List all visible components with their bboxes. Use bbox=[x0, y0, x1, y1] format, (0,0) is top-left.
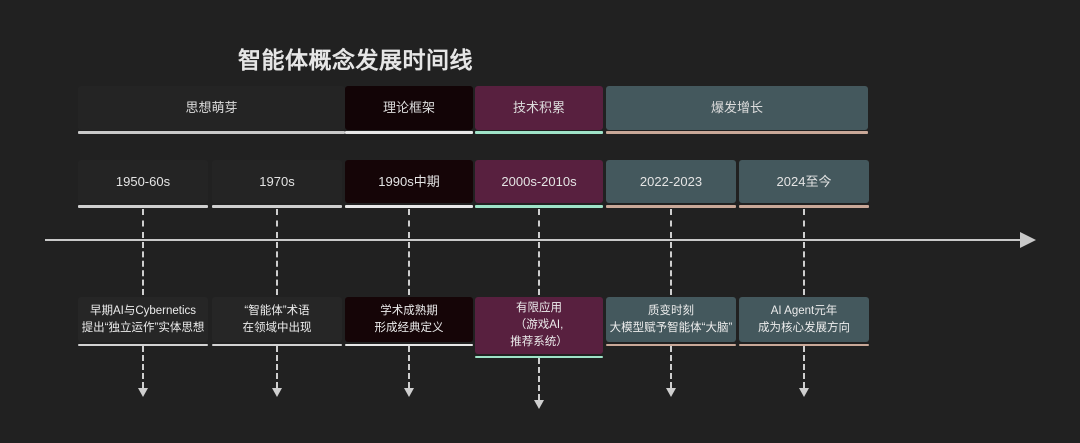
card-line: 大模型赋予智能体“大脑” bbox=[609, 321, 733, 334]
connector-axis-to-card-2 bbox=[276, 242, 278, 295]
era-label: 2000s-2010s bbox=[501, 173, 577, 189]
card-line: 推荐系统） bbox=[510, 335, 568, 348]
phase-box-2[interactable]: 理论框架 bbox=[345, 86, 473, 130]
phase-label: 爆发增长 bbox=[710, 100, 763, 116]
description-card-3[interactable]: 学术成熟期形成经典定义 bbox=[345, 297, 473, 342]
connector-era-to-axis-2 bbox=[276, 209, 278, 238]
connector-arrow-head-icon-3 bbox=[404, 388, 414, 397]
era-box-1[interactable]: 1950-60s bbox=[78, 160, 208, 203]
era-underline-6 bbox=[739, 205, 869, 208]
description-card-5[interactable]: 质变时刻大模型赋予智能体“大脑” bbox=[606, 297, 736, 342]
era-underline-5 bbox=[606, 205, 736, 208]
card-underline-1 bbox=[78, 344, 208, 346]
card-underline-3 bbox=[345, 344, 473, 346]
era-label: 1970s bbox=[259, 173, 295, 189]
era-underline-3 bbox=[345, 205, 473, 208]
connector-arrow-head-icon-1 bbox=[138, 388, 148, 397]
description-card-4[interactable]: 有限应用 （游戏AI, 推荐系统） bbox=[475, 297, 603, 354]
card-line: 成为核心发展方向 bbox=[758, 321, 850, 334]
connector-era-to-axis-3 bbox=[408, 209, 410, 238]
connector-card-to-end-2 bbox=[276, 346, 278, 388]
connector-card-to-end-6 bbox=[803, 346, 805, 388]
era-box-6[interactable]: 2024至今 bbox=[739, 160, 869, 203]
card-line: 提出“独立运作”实体思想 bbox=[81, 321, 205, 334]
connector-arrow-head-icon-6 bbox=[799, 388, 809, 397]
connector-card-to-end-3 bbox=[408, 346, 410, 388]
description-card-1[interactable]: 早期AI与Cybernetics 提出“独立运作”实体思想 bbox=[78, 297, 208, 342]
card-line: 质变时刻 bbox=[648, 304, 694, 317]
card-line: AI Agent元年 bbox=[770, 304, 838, 317]
connector-axis-to-card-1 bbox=[142, 242, 144, 295]
connector-axis-to-card-6 bbox=[803, 242, 805, 295]
card-line: 在领域中出现 bbox=[242, 321, 312, 334]
phase-label: 思想萌芽 bbox=[185, 100, 238, 116]
era-underline-2 bbox=[212, 205, 342, 208]
phase-underline-1 bbox=[78, 131, 345, 134]
connector-era-to-axis-5 bbox=[670, 209, 672, 238]
era-box-3[interactable]: 1990s中期 bbox=[345, 160, 473, 203]
era-label: 1950-60s bbox=[115, 173, 171, 189]
era-label: 1990s中期 bbox=[378, 173, 440, 189]
card-line: 学术成熟期 bbox=[380, 304, 438, 317]
card-line: 形成经典定义 bbox=[374, 321, 444, 334]
card-underline-5 bbox=[606, 344, 736, 346]
connector-card-to-end-5 bbox=[670, 346, 672, 388]
phase-label: 理论框架 bbox=[382, 100, 435, 116]
phase-underline-2 bbox=[345, 131, 473, 134]
card-line: 有限应用 bbox=[516, 302, 562, 315]
era-box-4[interactable]: 2000s-2010s bbox=[475, 160, 603, 203]
era-underline-1 bbox=[78, 205, 208, 208]
phase-underline-4 bbox=[606, 131, 868, 134]
connector-era-to-axis-1 bbox=[142, 209, 144, 238]
phase-box-1[interactable]: 思想萌芽 bbox=[78, 86, 345, 130]
description-card-6[interactable]: AI Agent元年成为核心发展方向 bbox=[739, 297, 869, 342]
phase-underline-3 bbox=[475, 131, 603, 134]
connector-axis-to-card-5 bbox=[670, 242, 672, 295]
page-title: 智能体概念发展时间线 bbox=[238, 47, 473, 73]
connector-arrow-head-icon-4 bbox=[534, 400, 544, 409]
phase-box-3[interactable]: 技术积累 bbox=[475, 86, 603, 130]
connector-arrow-head-icon-2 bbox=[272, 388, 282, 397]
card-underline-6 bbox=[739, 344, 869, 346]
card-underline-4 bbox=[475, 356, 603, 358]
connector-axis-to-card-3 bbox=[408, 242, 410, 295]
connector-arrow-head-icon-5 bbox=[666, 388, 676, 397]
description-card-2[interactable]: “智能体”术语在领域中出现 bbox=[212, 297, 342, 342]
timeline-axis-line bbox=[45, 239, 1024, 241]
card-line: “智能体”术语 bbox=[244, 304, 310, 317]
connector-card-to-end-1 bbox=[142, 346, 144, 388]
era-box-5[interactable]: 2022-2023 bbox=[606, 160, 736, 203]
connector-card-to-end-4 bbox=[538, 358, 540, 400]
card-line: （游戏AI, bbox=[514, 319, 564, 332]
connector-axis-to-card-4 bbox=[538, 242, 540, 295]
era-label: 2024至今 bbox=[776, 173, 832, 189]
card-line: 早期AI与Cybernetics bbox=[89, 304, 197, 317]
timeline-arrow-head-icon bbox=[1020, 232, 1036, 248]
card-underline-2 bbox=[212, 344, 342, 346]
era-underline-4 bbox=[475, 205, 603, 208]
era-box-2[interactable]: 1970s bbox=[212, 160, 342, 203]
connector-era-to-axis-6 bbox=[803, 209, 805, 238]
phase-box-4[interactable]: 爆发增长 bbox=[606, 86, 868, 130]
connector-era-to-axis-4 bbox=[538, 209, 540, 238]
era-label: 2022-2023 bbox=[639, 173, 703, 189]
phase-label: 技术积累 bbox=[512, 100, 565, 116]
